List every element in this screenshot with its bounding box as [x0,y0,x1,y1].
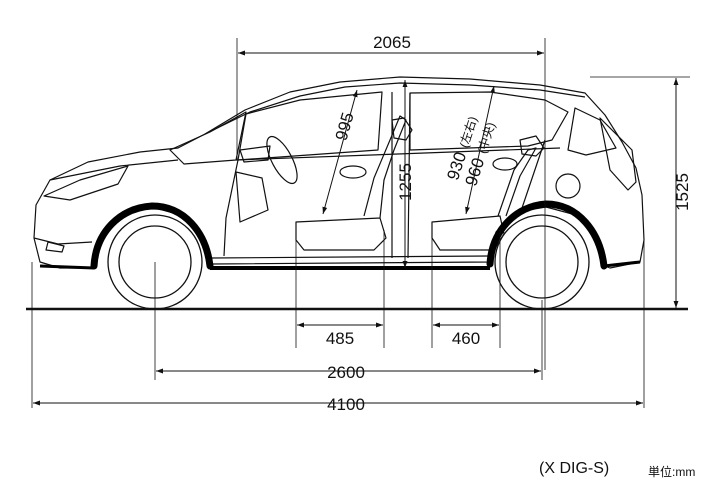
front-door-window [237,91,383,161]
car-side-view [33,76,645,269]
front-headroom-label: 995 [332,110,358,143]
rear-wheel-arch [486,200,608,270]
model-label: (X DIG-S) [539,460,610,477]
roof-rail [204,82,586,135]
front-door-handle [339,165,367,179]
wheels [107,214,590,310]
fog-lamp [45,241,65,253]
rear-headrest [519,135,545,157]
unit-label: 単位:mm [648,465,696,479]
overall-height-label: 1525 [673,173,692,211]
rear-door-handle [492,157,518,171]
headlamp [43,165,129,201]
overall-length-label: 4100 [327,395,365,414]
front-headroom-arrow [322,89,358,215]
front-seat-spacing-label: 485 [326,329,354,348]
front-wheel-arch [90,202,214,270]
cabin-height-label: 1255 [396,163,415,201]
roof-length-label: 2065 [373,33,411,52]
rear-door-window [409,91,569,151]
front-headrest [391,117,413,141]
rear-wheel [494,214,590,310]
rear-headroom-arrow [465,85,495,215]
windshield [169,111,247,165]
rear-quarter-window [567,107,617,156]
wheel-arches [90,200,608,270]
rear-door-line [407,92,411,259]
steering-wheel [266,135,298,185]
hood-line [49,159,179,181]
belt-line [235,147,561,161]
wheelbase-label: 2600 [327,363,365,382]
front-door-line [223,159,239,257]
side-sill [211,255,491,259]
front-bumper-line [33,237,93,245]
tail-lamp [599,117,637,191]
dimension-arrows [33,50,679,406]
side-mirror [239,145,271,163]
dashboard [235,171,269,223]
extension-lines [31,38,690,408]
front-underbody [39,264,95,270]
rear-seat-spacing-label: 460 [452,329,480,348]
fuel-lid [555,173,581,199]
rear-underbody [603,260,641,268]
